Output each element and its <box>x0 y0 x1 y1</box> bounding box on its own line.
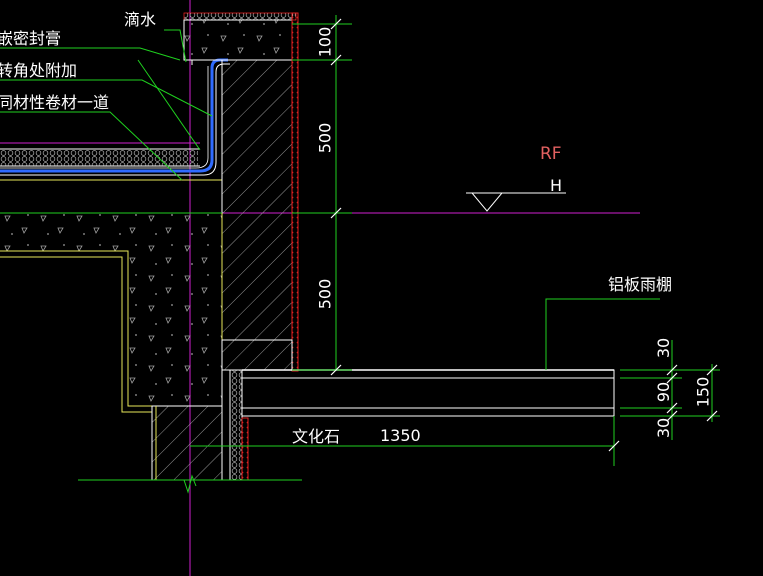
dim-30-bottom: 30 <box>654 417 674 439</box>
leader-material <box>0 111 183 181</box>
level-name: RF <box>540 144 562 164</box>
leader-drip <box>164 29 187 63</box>
parapet-coping <box>183 12 297 21</box>
dim-100: 100 <box>315 26 335 58</box>
dim-30-top: 30 <box>654 337 674 359</box>
cultured-stone-finish <box>229 369 243 481</box>
dim-150: 150 <box>693 376 713 408</box>
level-triangle-icon <box>470 192 504 212</box>
cladding-strip <box>291 12 299 372</box>
canopy-core <box>241 377 615 409</box>
dim-500-upper: 500 <box>315 122 335 154</box>
roof-insulation-layer <box>0 150 198 166</box>
label-cultured-stone: 文化石 <box>292 427 341 446</box>
lower-wall <box>151 405 223 481</box>
label-drip: 滴水 <box>124 10 157 29</box>
leader-sealant <box>0 47 181 61</box>
level-value: H <box>550 176 563 195</box>
label-corner-reinforce: 转角处附加 <box>0 61 78 80</box>
dim-90: 90 <box>654 381 674 403</box>
label-aluminum-canopy: 铝板雨棚 <box>608 275 673 294</box>
edge-beam <box>122 251 222 406</box>
leader-canopy <box>545 298 660 370</box>
parapet-wall <box>221 59 293 341</box>
roof-slab <box>0 213 222 251</box>
parapet-cap <box>183 19 293 61</box>
dim-500-lower: 500 <box>315 278 335 310</box>
label-same-material: 同材性卷材一道 <box>0 93 110 112</box>
label-sealant: 嵌密封膏 <box>0 29 62 48</box>
canopy-bottom-plate <box>241 407 615 417</box>
leader-corner <box>0 79 213 117</box>
dim-1350: 1350 <box>380 426 421 445</box>
